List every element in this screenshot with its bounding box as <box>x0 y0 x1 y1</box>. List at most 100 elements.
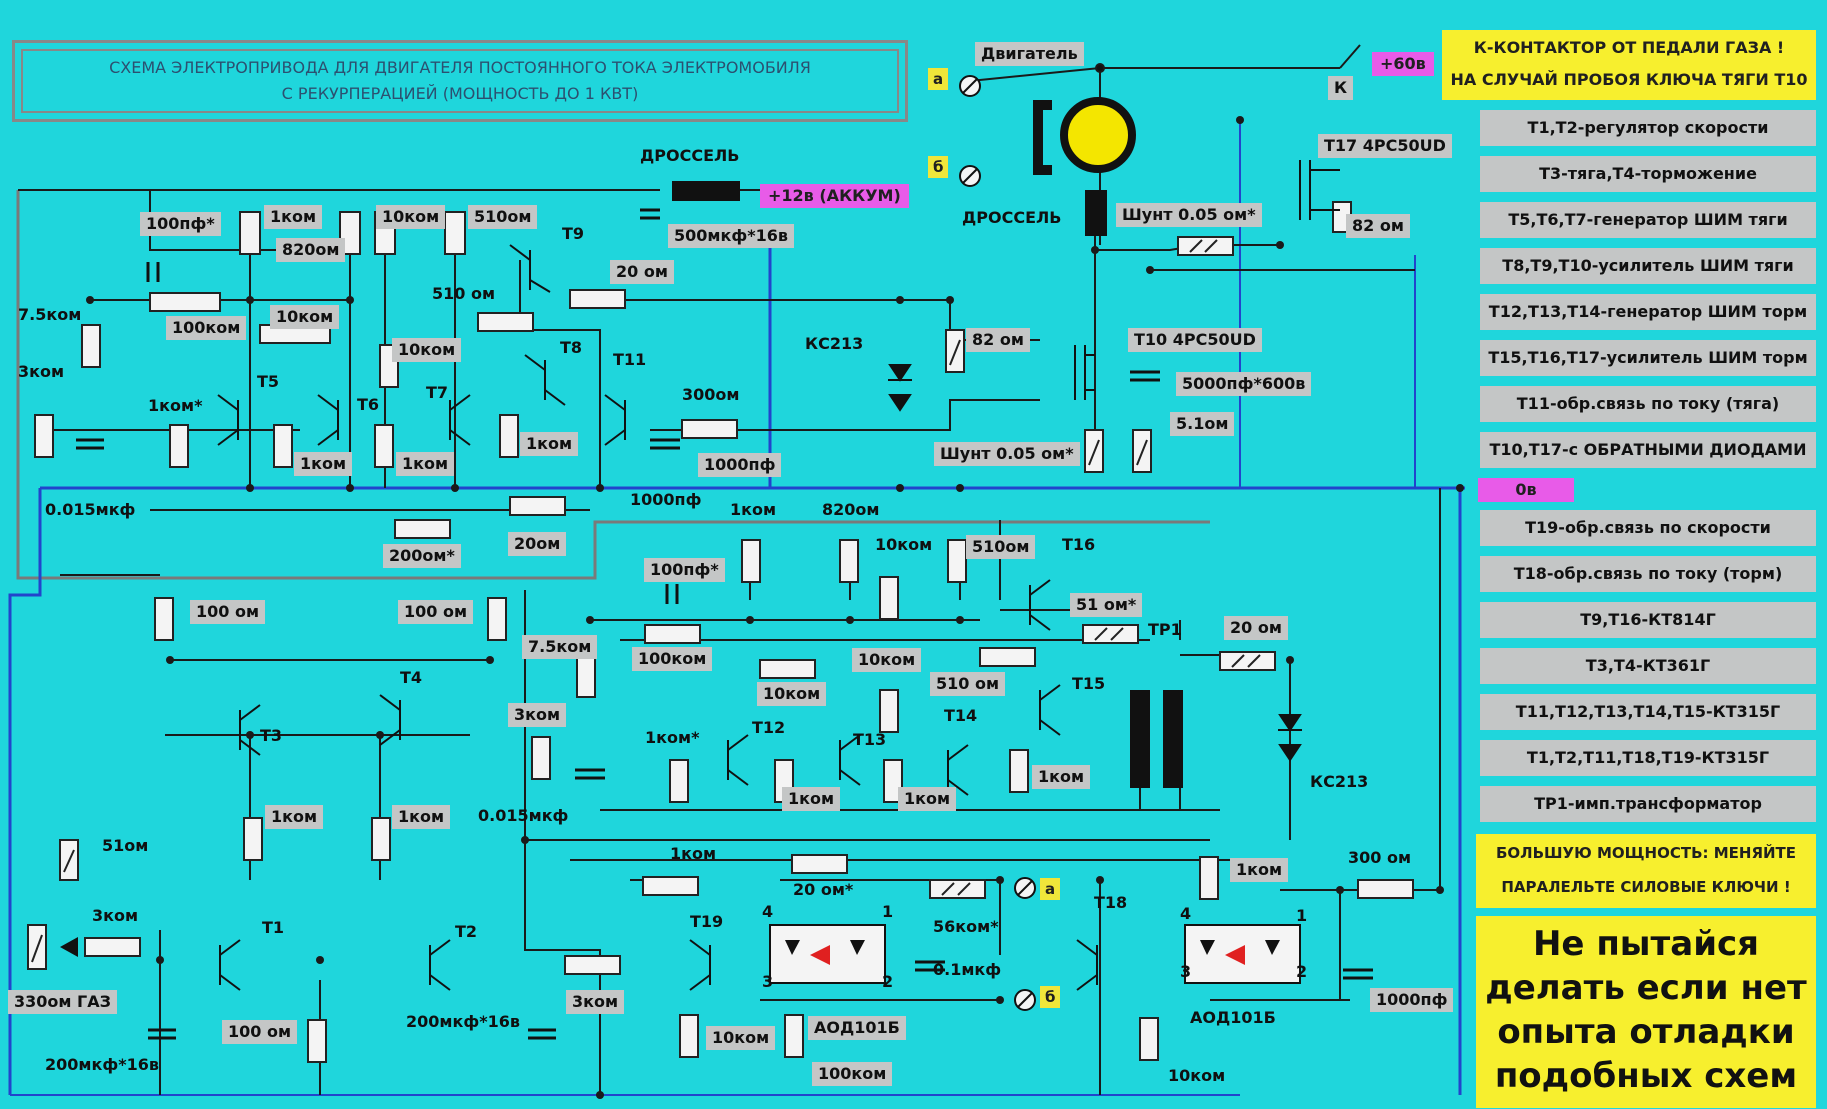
shunt-label: Шунт 0.05 ом* <box>934 442 1080 466</box>
legend-item: Т1,Т2-регулятор скорости <box>1480 110 1816 146</box>
capacitor-label: 1000пф <box>630 490 702 509</box>
resistor-label: 820ом <box>822 500 880 519</box>
transistor-label: Т19 <box>690 912 724 931</box>
shunt-label: Шунт 0.05 ом* <box>1116 203 1262 227</box>
resistor-label: 10ком <box>1168 1066 1226 1085</box>
transistor-label: Т8 <box>560 338 583 357</box>
title-line-1: СХЕМА ЭЛЕКТРОПРИВОДА ДЛЯ ДВИГАТЕЛЯ ПОСТО… <box>109 58 811 77</box>
resistor-label: 100ком <box>166 316 247 340</box>
transistor-label: Т14 <box>944 706 978 725</box>
zener-label: КС213 <box>805 334 864 353</box>
resistor-label: 510ом <box>966 535 1036 559</box>
resistor-label: 1ком <box>520 432 579 456</box>
warning-line: подобных схем <box>1494 1056 1798 1096</box>
transistor-label: Т6 <box>357 395 380 414</box>
contactor-label: К <box>1328 76 1354 100</box>
transistor-label: Т13 <box>853 730 887 749</box>
capacitor-label: 100пф* <box>644 558 725 582</box>
choke-label: ДРОССЕЛЬ <box>640 146 740 165</box>
resistor-label: 100 ом <box>190 600 266 624</box>
resistor-label: 82 ом <box>1346 214 1410 238</box>
transistor-label: Т4 <box>400 668 423 687</box>
resistor-label: 82 ом <box>966 328 1030 352</box>
resistor-label: 56ком* <box>933 917 999 936</box>
pin-number: 4 <box>1180 904 1192 923</box>
mosfet-t17-label: Т17 4РС50UD <box>1318 134 1452 158</box>
resistor-label: 510ом <box>468 205 538 229</box>
resistor-label: 20 ом* <box>793 880 854 899</box>
resistor-label: 200ом* <box>383 544 461 568</box>
transistor-label: Т1 <box>262 918 285 937</box>
resistor-label: 1ком <box>1230 858 1289 882</box>
resistor-label: 10ком <box>852 648 922 672</box>
legend-item: Т5,Т6,Т7-генератор ШИМ тяги <box>1480 202 1816 238</box>
resistor-label: 300ом <box>682 385 740 404</box>
power-label-12v: +12в (АККУМ) <box>760 184 909 208</box>
resistor-label: 1ком* <box>645 728 700 747</box>
resistor-label: 7.5ком <box>522 635 598 659</box>
resistor-label: 3ком <box>18 362 65 381</box>
resistor-label: 1ком <box>294 452 353 476</box>
pin-number: 3 <box>1180 962 1192 981</box>
power-label-0v: 0в <box>1478 478 1574 502</box>
resistor-label: 1ком <box>782 787 841 811</box>
transistor-label: Т11 <box>613 350 647 369</box>
resistor-label: 7.5ком <box>18 305 82 324</box>
pin-number: 3 <box>762 972 774 991</box>
resistor-label: 10ком <box>376 205 446 229</box>
transistor-label: Т3 <box>260 726 283 745</box>
pin-number: 1 <box>882 902 894 921</box>
capacitor-label: 0.015мкф <box>45 500 136 519</box>
resistor-label: 1ком <box>392 805 451 829</box>
title-box: СХЕМА ЭЛЕКТРОПРИВОДА ДЛЯ ДВИГАТЕЛЯ ПОСТО… <box>12 40 908 122</box>
throttle-pot-label: 330ом ГАЗ <box>8 990 117 1014</box>
resistor-label: 300 ом <box>1348 848 1412 867</box>
legend-item: Т11,Т12,Т13,Т14,Т15-КТ315Г <box>1480 694 1816 730</box>
transistor-label: Т16 <box>1062 535 1096 554</box>
title-line-2: С РЕКУРПЕРАЦИЕЙ (МОЩНОСТЬ ДО 1 КВТ) <box>281 84 639 103</box>
resistor-label: 20 ом <box>610 260 674 284</box>
resistor-label: 20ом <box>508 532 567 556</box>
transistor-label: Т7 <box>426 383 449 402</box>
capacitor-label: 1000пф <box>1370 988 1454 1012</box>
resistor-label: 10ком <box>270 305 340 329</box>
pin-number: 2 <box>882 972 894 991</box>
resistor-label: 510 ом <box>432 284 496 303</box>
choke-label: ДРОССЕЛЬ <box>962 208 1062 227</box>
resistor-label: 1ком <box>264 205 323 229</box>
legend-item: Т12,Т13,Т14-генератор ШИМ торм <box>1480 294 1816 330</box>
optocoupler-label: АОД101Б <box>1190 1008 1276 1027</box>
transistor-label: Т2 <box>455 922 478 941</box>
resistor-label: 100 ом <box>222 1020 298 1044</box>
capacitor-label: 0.015мкф <box>478 806 569 825</box>
capacitor-label: 200мкф*16в <box>406 1012 520 1031</box>
resistor-label: 3ком <box>92 906 139 925</box>
legend-item: Т10,Т17-с ОБРАТНЫМИ ДИОДАМИ <box>1480 432 1816 468</box>
power-note: БОЛЬШУЮ МОЩНОСТЬ: МЕНЯЙТЕ ПАРАЛЕЛЬТЕ СИЛ… <box>1476 834 1816 908</box>
resistor-label: 100ком <box>632 647 713 671</box>
capacitor-label: 5000пф*600в <box>1176 372 1312 396</box>
resistor-label: 1ком <box>670 844 717 863</box>
legend-item: Т19-обр.связь по скорости <box>1480 510 1816 546</box>
capacitor-label: 100пф* <box>140 212 221 236</box>
transformer-label: ТР1 <box>1148 620 1182 639</box>
resistor-label: 20 ом <box>1224 616 1288 640</box>
pin-number: 4 <box>762 902 774 921</box>
warning-box: Не пытайся делать если нет опыта отладки… <box>1476 916 1816 1108</box>
resistor-label: 10ком <box>875 535 933 554</box>
resistor-label: 510 ом <box>930 672 1006 696</box>
contactor-note-line-1: К-КОНТАКТОР ОТ ПЕДАЛИ ГАЗА ! <box>1473 38 1785 57</box>
power-label-60v: +60в <box>1372 52 1434 76</box>
resistor-label: 3ком <box>508 703 567 727</box>
resistor-label: 3ком <box>566 990 625 1014</box>
resistor-label: 1ком <box>396 452 455 476</box>
capacitor-label: 200мкф*16в <box>45 1055 159 1074</box>
resistor-label: 1ком <box>730 500 777 519</box>
transistor-label: Т5 <box>257 372 280 391</box>
resistor-label: 1ком <box>1032 765 1091 789</box>
resistor-label: 100ком <box>812 1062 893 1086</box>
power-note-line-1: БОЛЬШУЮ МОЩНОСТЬ: МЕНЯЙТЕ <box>1495 844 1797 862</box>
zener-label: КС213 <box>1310 772 1369 791</box>
transistor-label: Т9 <box>562 224 585 243</box>
